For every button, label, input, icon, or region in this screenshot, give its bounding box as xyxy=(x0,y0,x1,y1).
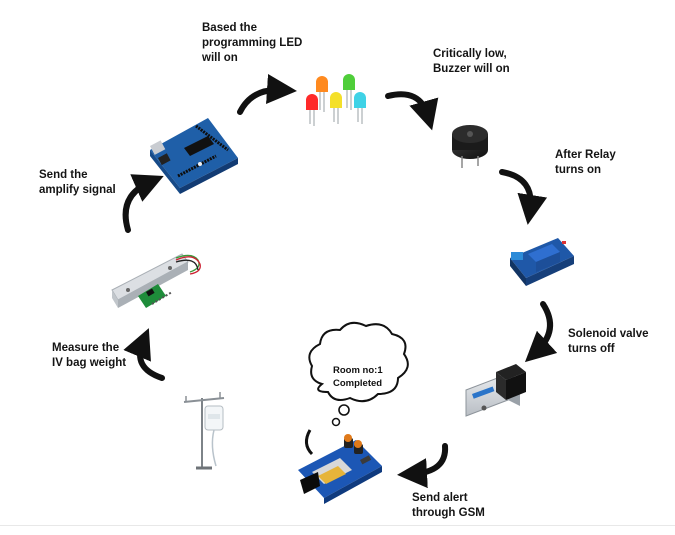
arrow-buzzer-to-relay xyxy=(499,169,548,225)
arrow-solenoid-to-gsm xyxy=(397,443,449,489)
label-relay-step: After Relay turns on xyxy=(555,148,616,178)
arrow-loadcell-to-arduino xyxy=(122,174,164,233)
label-amplify-step: Send the amplify signal xyxy=(39,168,116,198)
led-cluster-icon xyxy=(306,74,366,126)
label-amplify-line-2: amplify signal xyxy=(39,184,116,196)
solenoid-valve-icon xyxy=(465,364,526,417)
arduino-board-icon xyxy=(149,118,238,194)
label-relay-line-1: After Relay xyxy=(555,149,616,161)
arrow-iv-to-loadcell xyxy=(123,328,165,381)
cloud-line-2: Completed xyxy=(333,378,382,389)
arrow-icon xyxy=(122,74,558,489)
relay-module-icon xyxy=(510,238,574,286)
label-weight-step: Measure the IV bag weight xyxy=(52,341,126,371)
label-amplify-line-1: Send the xyxy=(39,169,88,181)
label-led-line-1: Based the xyxy=(202,22,257,34)
label-relay-line-2: turns on xyxy=(555,164,601,176)
label-buzzer-line-1: Critically low, xyxy=(433,48,507,60)
label-weight-line-1: Measure the xyxy=(52,342,120,354)
alert-cloud-callout: Room no:1 Completed xyxy=(308,321,409,427)
arrow-led-to-buzzer xyxy=(385,91,439,131)
cloud-line-1: Room no:1 xyxy=(333,365,383,376)
buzzer-icon xyxy=(452,125,488,168)
arrow-arduino-to-led xyxy=(237,74,297,115)
gsm-module-icon xyxy=(298,429,382,504)
label-buzzer-step: Critically low, Buzzer will on xyxy=(433,47,510,77)
bottom-divider xyxy=(0,525,675,526)
label-solenoid-line-1: Solenoid valve xyxy=(568,328,649,340)
label-led-step: Based the programming LED will on xyxy=(202,21,302,66)
label-gsm-line-1: Send alert xyxy=(412,492,468,504)
label-solenoid-line-2: turns off xyxy=(568,343,615,355)
label-weight-line-2: IV bag weight xyxy=(52,357,127,369)
label-solenoid-step: Solenoid valve turns off xyxy=(568,327,649,357)
iv-stand-icon xyxy=(183,392,225,470)
label-gsm-step: Send alert through GSM xyxy=(412,491,485,521)
label-led-line-3: will on xyxy=(202,52,238,64)
load-cell-icon xyxy=(111,253,201,308)
label-led-line-2: programming LED xyxy=(202,37,303,49)
label-gsm-line-2: through GSM xyxy=(412,507,485,519)
arrow-relay-to-solenoid xyxy=(524,301,558,363)
label-buzzer-line-2: Buzzer will on xyxy=(433,63,510,75)
